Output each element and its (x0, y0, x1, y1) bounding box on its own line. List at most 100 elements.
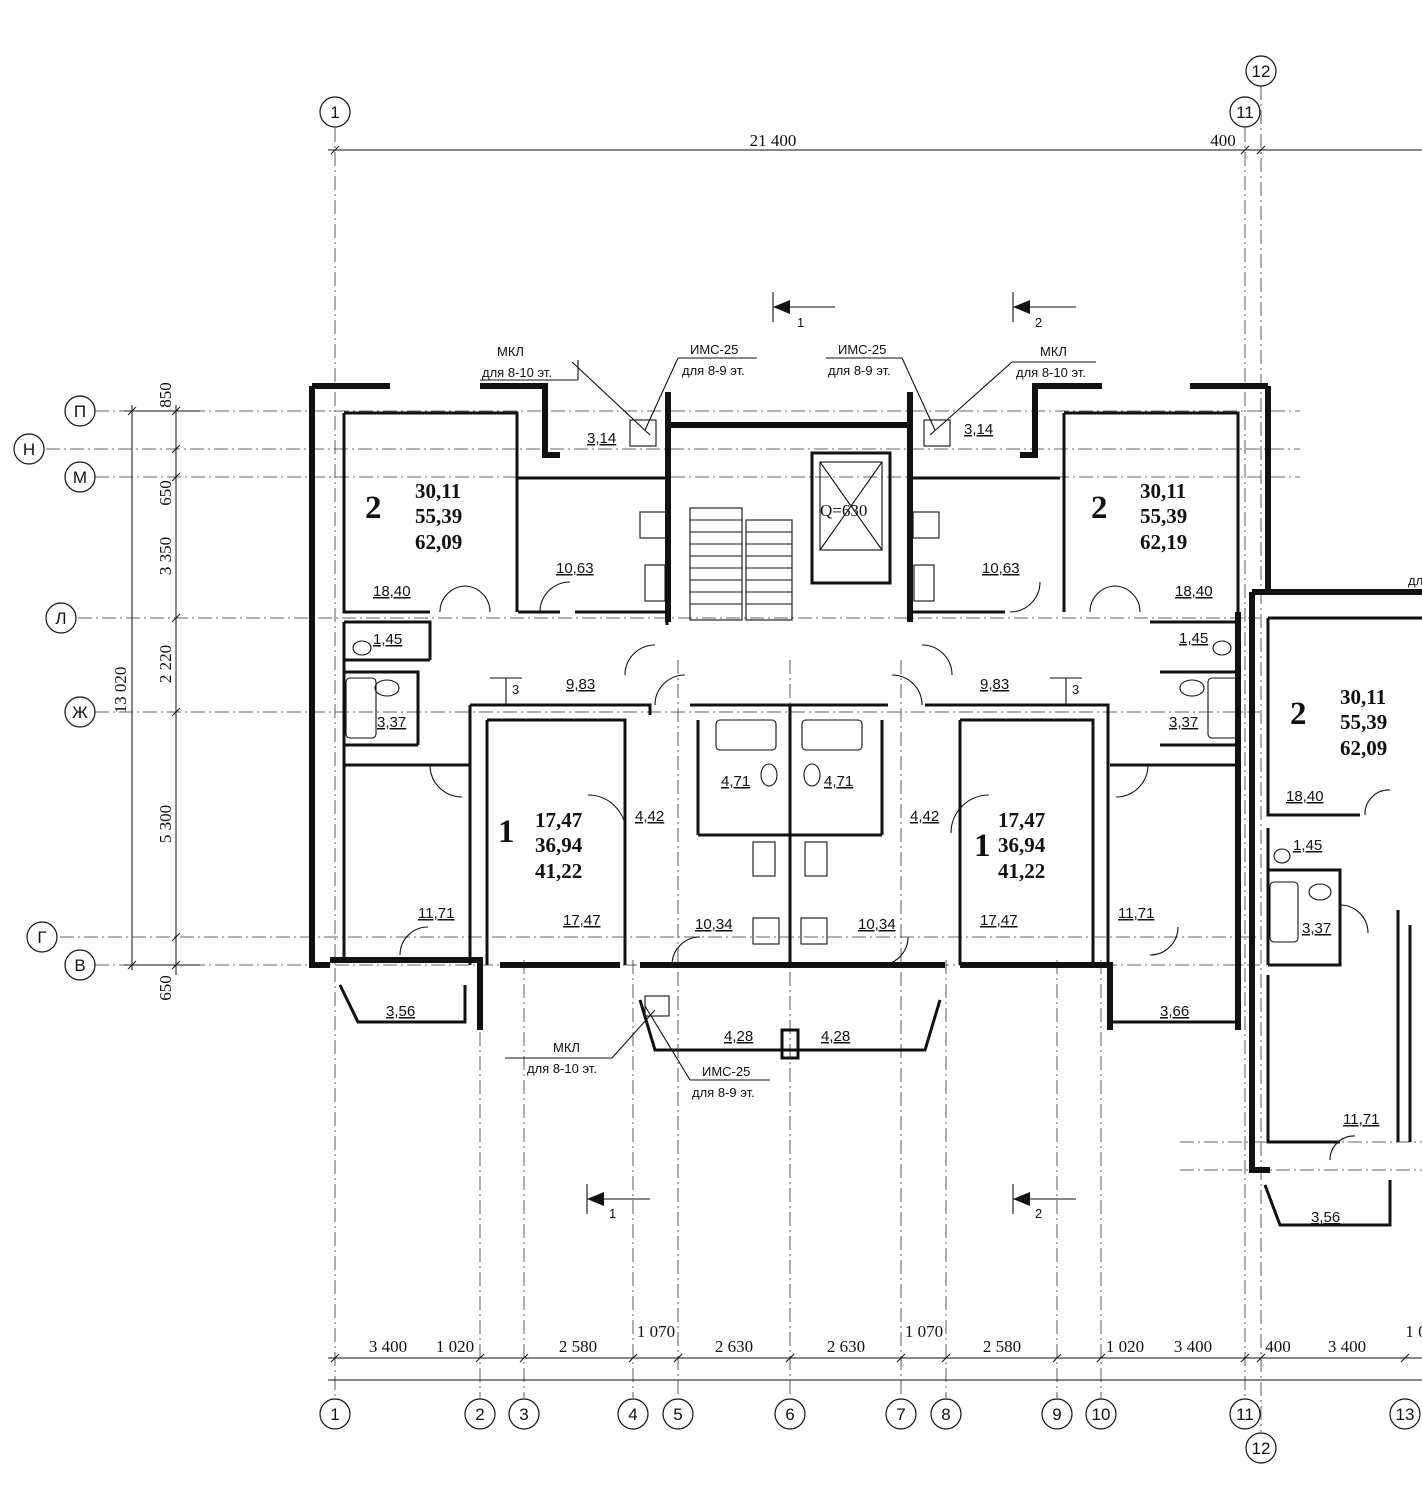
axis-label: 3 (519, 1405, 528, 1424)
dim-seg: 850 (156, 382, 175, 408)
dim-seg: 3 400 (1328, 1337, 1366, 1356)
section-label: 3 (512, 682, 519, 697)
lift-capacity: Q=630 (820, 501, 867, 520)
apartment-total-area: 55,39 (415, 504, 462, 528)
dim-seg: 2 580 (983, 1337, 1021, 1356)
dimensions-top: 21 400 400 (328, 131, 1422, 155)
axis-bottom-12: 12 (1245, 1432, 1277, 1464)
axis-label: Г (37, 928, 46, 947)
section-markers: 1 2 1 2 3 3 (490, 292, 1082, 1221)
axis-bottom-11: 11 (1229, 1398, 1261, 1430)
axis-left-v: В (64, 949, 96, 981)
axis-top-11: 11 (1229, 96, 1261, 128)
axis-label: 2 (475, 1405, 484, 1424)
dim-seg: 3 350 (156, 537, 175, 575)
room-area: 11,71 (1343, 1111, 1379, 1128)
apartment-1-left: 1 17,47 36,94 41,22 (498, 808, 583, 883)
room-area: 10,34 (858, 916, 896, 933)
dim-seg: 400 (1265, 1337, 1291, 1356)
note-ims-floors: для 8-9 эт. (682, 363, 745, 378)
axis-label: 5 (673, 1405, 682, 1424)
room-areas: 3,14 3,14 10,63 10,63 18,40 18,40 18,40 … (373, 421, 1379, 1226)
apartment-gross-area: 62,19 (1140, 530, 1187, 554)
section-label: 1 (797, 315, 804, 330)
note-ims-floors: для 8-9 эт. (692, 1085, 755, 1100)
axis-left-p: П (64, 395, 96, 427)
room-area: 3,66 (1160, 1003, 1189, 1020)
room-area: 4,71 (824, 773, 853, 790)
annotations: МКЛ для 8-10 эт. ИМС-25 для 8-9 эт. ИМС-… (480, 342, 1422, 1100)
dim-seg: 2 580 (559, 1337, 597, 1356)
dim-seg: 2 630 (715, 1337, 753, 1356)
apartment-total-area: 36,94 (998, 833, 1046, 857)
dim-seg: 650 (156, 975, 175, 1001)
axis-left-n: Н (13, 433, 45, 465)
axis-label: 8 (941, 1405, 950, 1424)
note-ims: ИМС-25 (838, 342, 886, 357)
room-area: 10,63 (556, 560, 594, 577)
room-area: 3,37 (377, 714, 406, 731)
room-area: 18,40 (373, 583, 411, 600)
dim-seg: 1 020 (1106, 1337, 1144, 1356)
apartment-gross-area: 62,09 (1340, 736, 1387, 760)
apartment-gross-area: 62,09 (415, 530, 462, 554)
axis-left-l: Л (45, 602, 77, 634)
section-label: 3 (1072, 682, 1079, 697)
dimensions-bottom: 3 400 1 020 2 580 1 070 2 630 2 630 1 07… (328, 1322, 1422, 1381)
room-area: 9,83 (980, 676, 1009, 693)
dim-seg: 3 400 (369, 1337, 407, 1356)
dim-seg: 5 300 (156, 805, 175, 843)
room-area: 18,40 (1175, 583, 1213, 600)
note-mkl-floors: для 8-10 эт. (1016, 365, 1086, 380)
section-1-top: 1 (772, 292, 835, 330)
dim-total-depth: 13 020 (111, 667, 130, 714)
axis-markers: 1 11 12 1 2 3 4 5 6 7 8 9 10 11 12 13 П … (13, 55, 1421, 1464)
room-area: 4,42 (635, 808, 664, 825)
room-area: 3,56 (386, 1003, 415, 1020)
room-area: 10,63 (982, 560, 1020, 577)
note-mkl: МКЛ (1040, 344, 1067, 359)
apartment-living-area: 17,47 (998, 808, 1045, 832)
apartment-living-area: 17,47 (535, 808, 582, 832)
axis-bottom-1: 1 (319, 1398, 351, 1430)
apartment-rooms: 2 (1290, 696, 1307, 732)
dim-seg: 1 020 (436, 1337, 474, 1356)
section-1-bottom: 1 (586, 1184, 650, 1221)
axis-label: 6 (785, 1405, 794, 1424)
apartment-total-area: 55,39 (1140, 504, 1187, 528)
axis-bottom-3: 3 (508, 1398, 540, 1430)
walls (309, 383, 1422, 1227)
apartment-rooms: 2 (365, 490, 382, 526)
apartment-total-area: 55,39 (1340, 710, 1387, 734)
room-area: 4,42 (910, 808, 939, 825)
axis-label: 1 (330, 1405, 339, 1424)
axis-label: Л (55, 609, 66, 628)
note-ims: ИМС-25 (690, 342, 738, 357)
dim-total-width: 21 400 (750, 131, 797, 150)
apartment-total-area: 36,94 (535, 833, 583, 857)
axis-label: 9 (1052, 1405, 1061, 1424)
apartment-labels: 2 30,11 55,39 62,09 2 30,11 55,39 62,19 … (365, 479, 1387, 883)
note-ims: ИМС-25 (702, 1064, 750, 1079)
axis-label: 11 (1236, 103, 1254, 122)
room-area: 3,56 (1311, 1209, 1340, 1226)
dim-seg: 650 (156, 480, 175, 506)
apartment-2-left: 2 30,11 55,39 62,09 (365, 479, 462, 554)
grid-lines (46, 86, 1422, 1432)
apartment-1-right: 1 17,47 36,94 41,22 (974, 808, 1046, 883)
apartment-living-area: 30,11 (415, 479, 461, 503)
apartment-rooms: 2 (1091, 490, 1108, 526)
room-area: 4,28 (724, 1028, 753, 1045)
room-area: 10,34 (695, 916, 733, 933)
dim-seg: 1 0 (1405, 1322, 1422, 1341)
room-area: 3,37 (1302, 920, 1331, 937)
axis-label: В (74, 956, 85, 975)
note-mkl: МКЛ (497, 344, 524, 359)
room-area: 18,40 (1286, 788, 1324, 805)
room-area: 11,71 (1118, 905, 1154, 922)
room-area: 1,45 (1179, 630, 1208, 647)
note-mkl: МКЛ (553, 1040, 580, 1055)
section-3-left: 3 (490, 677, 522, 705)
axis-label: Н (23, 440, 35, 459)
room-area: 4,71 (721, 773, 750, 790)
